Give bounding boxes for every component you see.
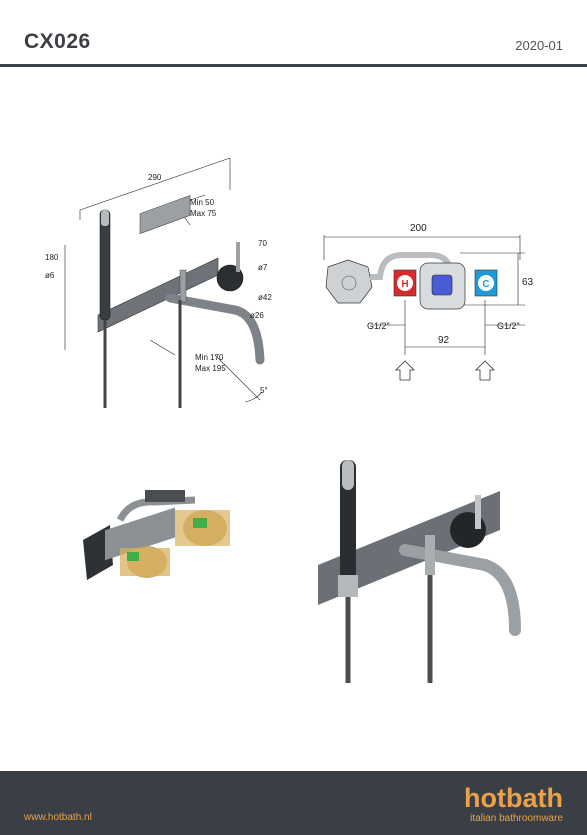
dimensioned-faucet-drawing: 290 180 ø6 Min 50 Max 75 70 ø7 ø42 ø26 M… — [45, 157, 272, 408]
faucet-product-render — [318, 460, 521, 683]
concealed-body-drawing: H C 200 63 92 G1/2" G1/2" — [323, 223, 534, 381]
dim-height-label: 180 — [45, 253, 59, 262]
page-header: CX026 2020-01 — [0, 0, 587, 70]
page-footer: www.hotbath.nl hotbath italian bathroomw… — [0, 771, 587, 835]
dim-7-label: ø7 — [258, 263, 268, 272]
cold-inlet-label: C — [482, 279, 489, 290]
dim-min50-label: Min 50 — [190, 198, 215, 207]
dim-width-label: 290 — [148, 173, 162, 182]
thread-right-label: G1/2" — [497, 321, 520, 331]
arrow-up-icon — [395, 360, 415, 381]
dim-200-label: 200 — [410, 223, 427, 234]
dim-min170-label: Min 170 — [195, 353, 224, 362]
hot-inlet-label: H — [401, 279, 408, 290]
dim-26-label: ø26 — [250, 311, 264, 320]
dim-42-label: ø42 — [258, 293, 272, 302]
dim-63-label: 63 — [522, 277, 534, 288]
concealed-body-render — [83, 490, 230, 580]
brand-tagline: italian bathroomware — [470, 813, 563, 824]
dim-max75-label: Max 75 — [190, 209, 217, 218]
brand-logo: hotbath — [464, 783, 563, 813]
arrow-up-icon — [475, 360, 495, 381]
dim-max195-label: Max 195 — [195, 364, 226, 373]
dim-70-label: 70 — [258, 239, 267, 248]
revision-date: 2020-01 — [515, 38, 563, 53]
website-link[interactable]: www.hotbath.nl — [24, 812, 92, 823]
dim-92-label: 92 — [438, 335, 450, 346]
dim-pipe-label: ø6 — [45, 271, 55, 280]
product-code: CX026 — [24, 30, 91, 53]
header-divider — [0, 64, 587, 67]
thread-left-label: G1/2" — [367, 321, 390, 331]
dim-angle-label: 5° — [260, 386, 268, 395]
